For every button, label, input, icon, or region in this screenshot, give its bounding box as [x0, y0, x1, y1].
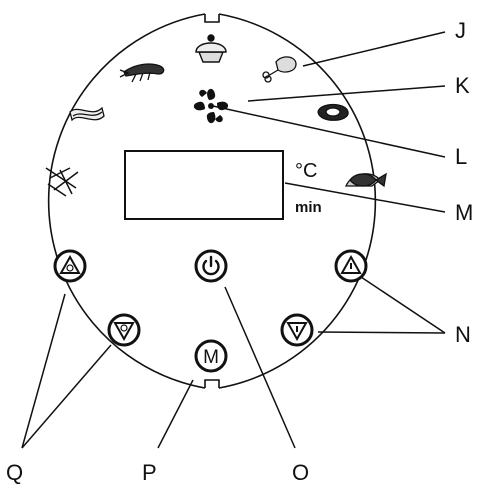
unit-minutes: min — [295, 199, 322, 216]
callout-m: M — [455, 200, 473, 225]
steak-icon — [317, 103, 349, 121]
leader-q1 — [21, 293, 66, 449]
menu-button[interactable]: M — [194, 339, 228, 373]
leader-k — [247, 85, 446, 102]
fries-icon — [45, 167, 79, 197]
unit-celsius: °C — [295, 160, 317, 182]
leader-lines — [21, 31, 446, 449]
callout-q: Q — [6, 460, 23, 485]
cake-icon — [195, 34, 227, 63]
leader-m — [284, 182, 446, 213]
power-icon — [202, 259, 220, 276]
panel-notch-bottom — [204, 379, 220, 388]
leader-q2 — [21, 344, 112, 449]
leader-p — [157, 379, 194, 449]
leader-n1 — [360, 276, 446, 334]
callout-l: L — [455, 144, 467, 169]
leader-j — [302, 31, 446, 67]
leader-o — [224, 286, 296, 449]
fan-icon — [193, 88, 229, 124]
display-screen — [124, 150, 284, 220]
leader-l — [212, 105, 446, 158]
callout-j: J — [455, 18, 466, 43]
bacon-icon — [69, 106, 105, 122]
leader-n2 — [317, 331, 446, 334]
fish-icon — [345, 172, 387, 188]
shrimp-icon — [119, 63, 165, 83]
power-button[interactable] — [194, 249, 228, 283]
callout-o: O — [292, 460, 309, 485]
timer-up-button[interactable] — [53, 249, 87, 283]
temp-down-button[interactable] — [280, 313, 314, 347]
panel-notch-top — [204, 14, 220, 23]
callout-k: K — [455, 73, 470, 98]
panel-outline — [47, 13, 377, 389]
drumstick-icon — [262, 56, 297, 83]
temp-up-button[interactable] — [334, 249, 368, 283]
menu-button-label: M — [203, 347, 219, 368]
callout-n: N — [455, 322, 471, 347]
timer-down-button[interactable] — [107, 313, 141, 347]
callout-p: P — [142, 460, 157, 485]
